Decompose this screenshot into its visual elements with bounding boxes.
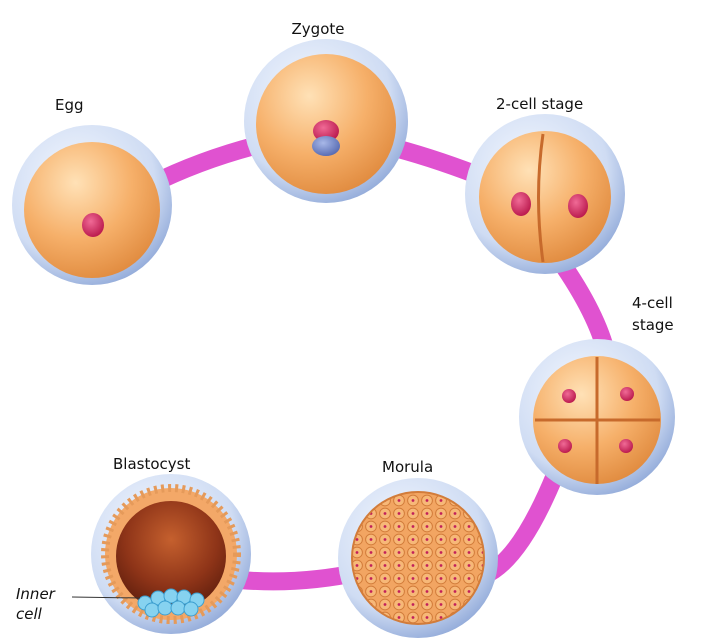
zygote-cell	[244, 39, 408, 203]
label-inner-line2: cell	[16, 604, 55, 624]
four-cell-embryo	[519, 339, 675, 495]
egg-cell	[12, 125, 172, 285]
label-4-cell-line1: 4-cell	[632, 292, 674, 314]
label-4-cell-stage: 4-cell stage	[632, 292, 674, 336]
label-zygote: Zygote	[292, 20, 345, 38]
label-blastocyst: Blastocyst	[113, 455, 190, 473]
egg-nucleus	[82, 213, 104, 237]
label-inner-cell: Inner cell	[16, 584, 55, 624]
label-egg: Egg	[55, 96, 84, 114]
morula-embryo	[338, 478, 498, 638]
label-morula: Morula	[382, 458, 433, 476]
nucleus-right	[568, 194, 588, 218]
two-cell-embryo	[465, 114, 625, 274]
nucleus-left	[511, 192, 531, 216]
male-pronucleus	[312, 136, 340, 156]
label-4-cell-line2: stage	[632, 314, 674, 336]
label-inner-line1: Inner	[16, 584, 55, 604]
blastocyst-embryo	[91, 474, 251, 634]
label-2-cell-stage: 2-cell stage	[496, 95, 583, 113]
